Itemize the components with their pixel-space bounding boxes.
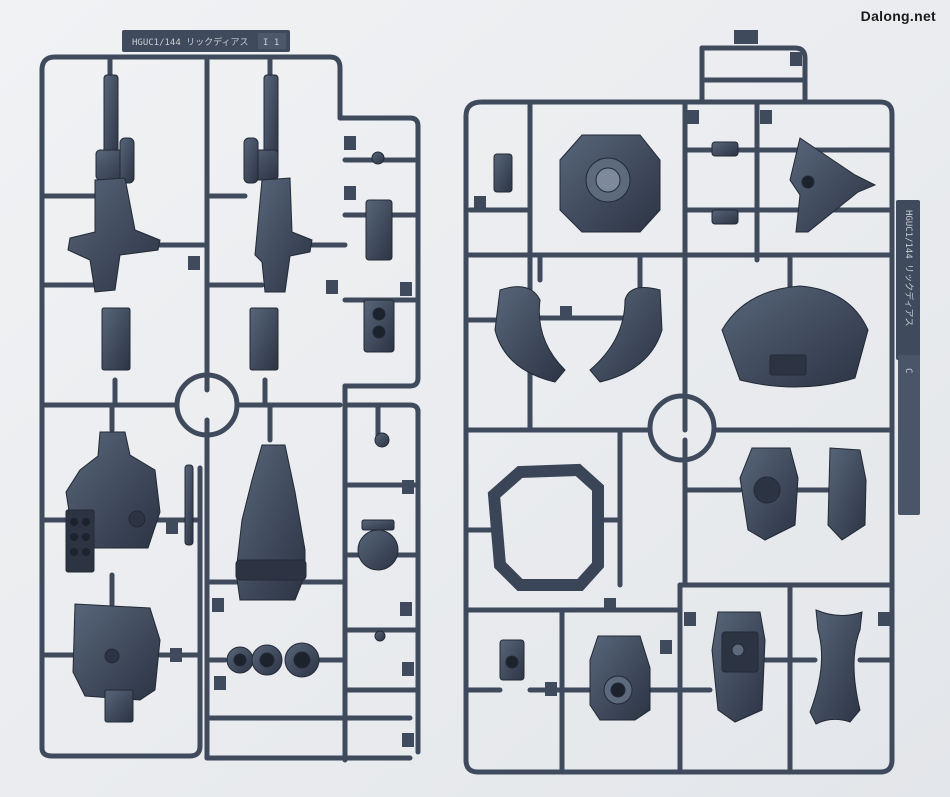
right-parts <box>487 134 877 725</box>
part-number-tags <box>166 30 890 747</box>
left-parts <box>65 74 399 723</box>
left-sprue-header-text: HGUC1/144 リックディアス <box>132 36 249 48</box>
right-sprue <box>463 45 895 775</box>
left-sprue-header: HGUC1/144 リックディアス I 1 <box>122 30 290 52</box>
right-sprue-header: HGUC1/144 リックディアス C <box>896 200 920 515</box>
left-sprue-code: I 1 <box>263 38 279 48</box>
right-sprue-code: C <box>903 368 913 373</box>
watermark-logo: Dalong.net <box>860 8 936 24</box>
right-sprue-header-text: HGUC1/144 リックディアス <box>903 210 915 327</box>
